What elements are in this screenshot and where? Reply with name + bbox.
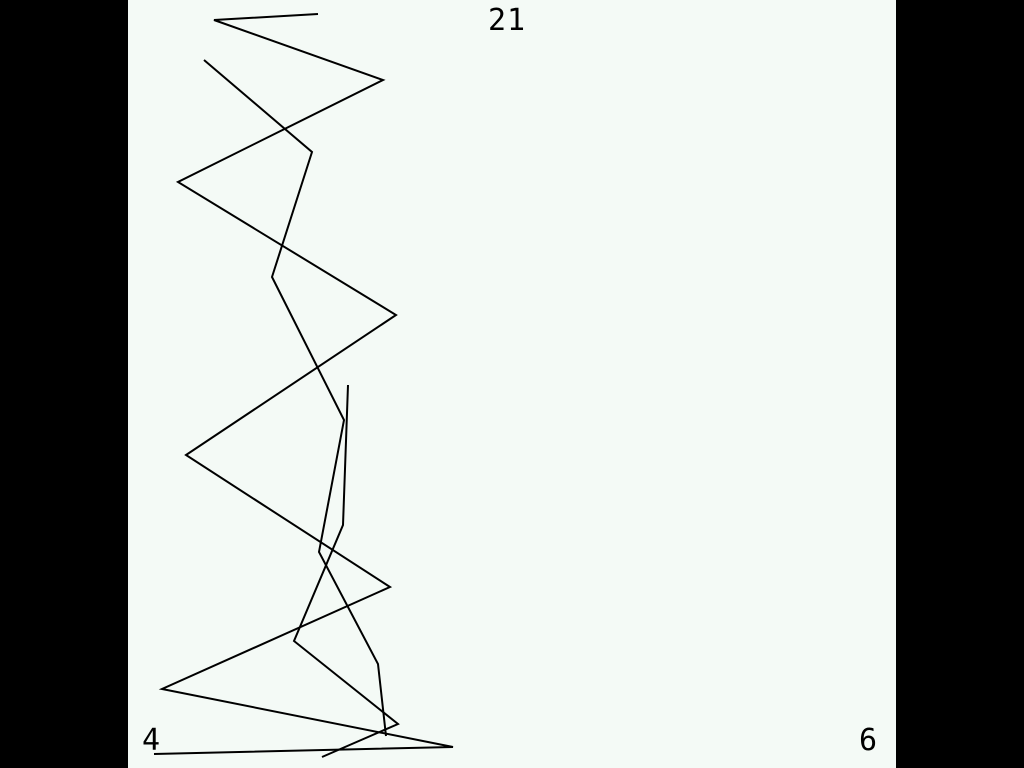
right-black-border — [896, 0, 1024, 768]
left-black-border — [0, 0, 128, 768]
bottom-left-counter: 4 — [142, 723, 162, 758]
zigzag-path-tertiary — [203, 59, 387, 737]
bottom-right-counter: 6 — [859, 723, 879, 758]
zigzag-path-secondary — [292, 384, 400, 758]
playfield[interactable]: 21 4 6 — [128, 0, 896, 768]
zigzag-path — [153, 13, 454, 755]
line-drawing — [153, 13, 454, 758]
top-score: 21 — [488, 3, 527, 38]
